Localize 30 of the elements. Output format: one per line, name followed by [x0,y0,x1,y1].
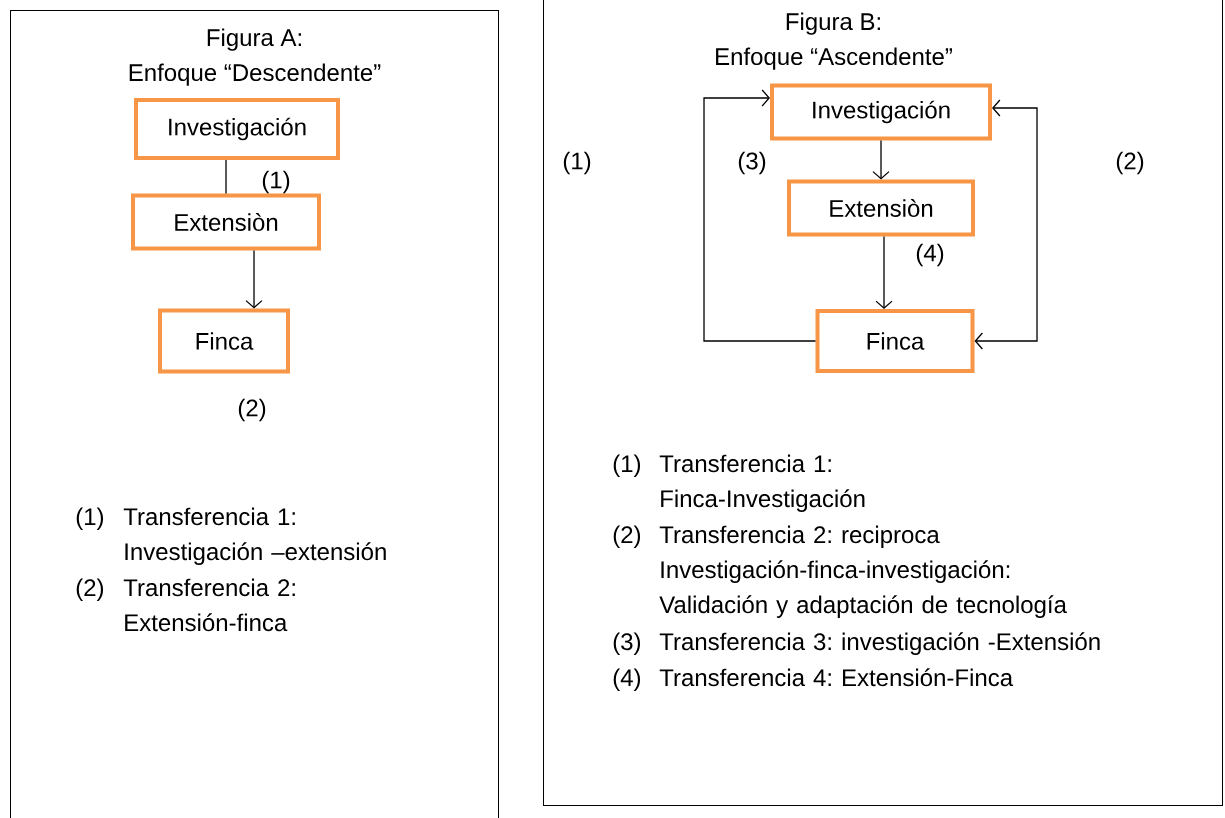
process-box: Finca [158,308,290,374]
item-number: (3) [613,632,641,655]
process-box: Finca [815,309,975,373]
process-box: Extensiòn [787,179,975,237]
list-item-text: Transferencia 3: investigación -Extensión [659,632,1100,655]
item-number: (2) [76,578,104,601]
arrow [974,99,1038,350]
list-item-text: Transferencia 1: Investigación –extensión [123,507,386,565]
callout-number: (1) [262,170,290,194]
callout-number: (2) [1116,151,1144,175]
list-item-text: Transferencia 4: Extensión-Finca [659,668,1014,687]
callout-number: (1) [563,151,591,175]
arrow [245,249,263,309]
item-number: (4) [613,668,641,691]
callout-number: (2) [238,398,266,422]
list-item-text: Transferencia 2: Extensión-finca [123,578,295,632]
list-item-text: Transferencia 1: Finca-Investigación [659,454,865,512]
process-box: Investigación [770,83,992,141]
arrow [875,235,893,309]
callout-number: (3) [738,151,766,175]
connector-line [225,159,227,195]
list-item-text: Transferencia 2: reciproca Investigación-finca-investigación: Validación y adaptación de tecnología [659,525,1067,618]
arrow [872,139,890,180]
item-number: (2) [613,525,641,548]
item-number: (1) [613,454,641,477]
item-number: (1) [76,507,104,530]
arrow [703,89,817,342]
process-box: Investigación [134,98,340,160]
callout-number: (4) [916,243,944,267]
process-box: Extensiòn [131,193,321,251]
